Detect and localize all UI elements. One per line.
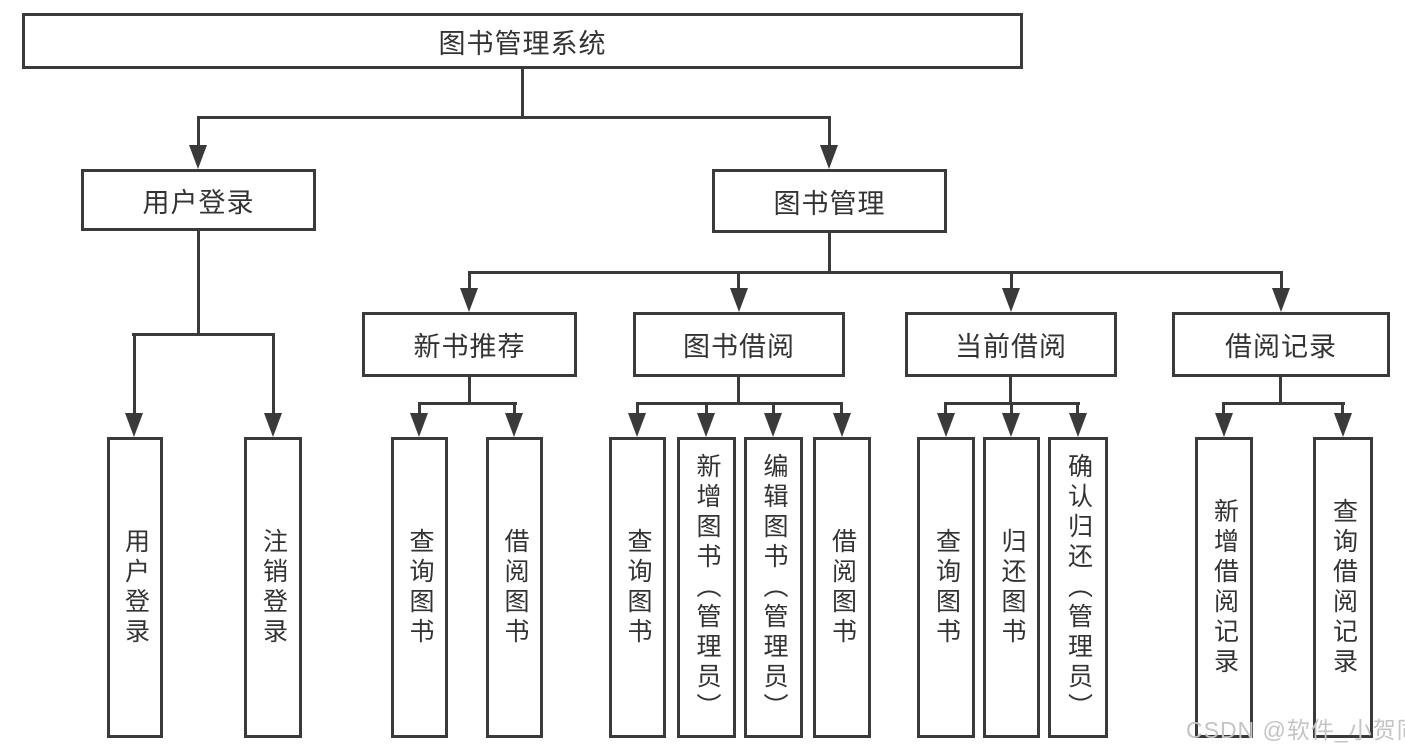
connector-stem-edit-books	[772, 402, 775, 416]
connector-new-book-recommend-rail	[418, 402, 517, 405]
arrowhead-leaf-user-login	[125, 413, 143, 437]
arrowhead-query-borrow-record	[1334, 413, 1352, 437]
arrowhead-add-borrow-record	[1215, 413, 1233, 437]
leaf-query-books-2: 查询图书	[609, 437, 666, 738]
leaf-user-login: 用户登录	[107, 437, 163, 738]
leaf-query-books-3: 查询图书	[917, 437, 975, 738]
connector-new-book-recommend-trunk	[468, 377, 471, 404]
leaf-query-borrow-record: 查询借阅记录	[1313, 437, 1373, 738]
connector-user-login-trunk	[197, 231, 200, 335]
connector-stem-query-books-3	[944, 402, 947, 416]
connector-stem-add-borrow-record	[1222, 402, 1225, 416]
watermark-text: CSDN @软件_小贺同学	[1186, 717, 1405, 743]
node-current-borrowing: 当前借阅	[905, 312, 1117, 377]
connector-borrowing-records-rail	[1222, 402, 1345, 405]
node-borrowing-records: 借阅记录	[1172, 312, 1390, 377]
arrowhead-book-borrowing	[730, 288, 748, 312]
leaf-add-borrow-record: 新增借阅记录	[1195, 437, 1253, 738]
arrowhead-add-books	[697, 413, 715, 437]
connector-root-trunk	[521, 69, 524, 119]
connector-current-borrowing-trunk	[1009, 377, 1012, 404]
connector-stem-borrowing-records	[1280, 271, 1283, 291]
connector-stem-return-books	[1010, 402, 1013, 416]
connector-level2-rail	[197, 116, 831, 119]
connector-stem-add-books	[705, 402, 708, 416]
connector-stem-new-book-recommend	[468, 271, 471, 291]
connector-stem-book-borrowing	[737, 271, 740, 291]
node-user-login: 用户登录	[81, 169, 316, 231]
connector-stem-borrow-books-1	[513, 402, 516, 416]
connector-stem-user-login	[197, 116, 200, 147]
connector-stem-borrow-books-2	[840, 402, 843, 416]
connector-stem-query-books-2	[636, 402, 639, 416]
arrowhead-borrowing-records	[1272, 288, 1290, 312]
connector-stem-current-borrowing	[1010, 271, 1013, 291]
connector-stem-leaf-logout	[272, 333, 275, 415]
arrowhead-query-books-2	[628, 413, 646, 437]
connector-level3-rail	[468, 271, 1283, 274]
leaf-edit-books-admin: 编辑图书（管理员）	[744, 437, 803, 738]
arrowhead-new-book-recommend	[460, 288, 478, 312]
connector-stem-book-management	[828, 116, 831, 147]
node-book-borrowing: 图书借阅	[633, 312, 845, 377]
leaf-query-books-1: 查询图书	[391, 437, 448, 738]
connector-user-login-rail	[132, 333, 275, 336]
leaf-confirm-return-admin: 确认归还（管理员）	[1048, 437, 1108, 738]
connector-book-borrowing-rail	[636, 402, 843, 405]
connector-stem-query-books-1	[418, 402, 421, 416]
arrowhead-book-management	[820, 145, 838, 169]
connector-book-management-trunk	[828, 233, 831, 273]
node-new-book-recommend: 新书推荐	[362, 312, 577, 377]
arrowhead-confirm-return	[1069, 413, 1087, 437]
connector-stem-query-borrow-record	[1341, 402, 1344, 416]
arrowhead-edit-books	[764, 413, 782, 437]
connector-stem-leaf-user-login	[133, 333, 136, 415]
connector-borrowing-records-trunk	[1279, 377, 1282, 404]
connector-stem-confirm-return	[1076, 402, 1079, 416]
arrowhead-leaf-logout	[264, 413, 282, 437]
arrowhead-user-login	[189, 145, 207, 169]
arrowhead-borrow-books-1	[505, 413, 523, 437]
node-book-management: 图书管理	[712, 169, 947, 233]
arrowhead-current-borrowing	[1002, 288, 1020, 312]
arrowhead-query-books-3	[937, 413, 955, 437]
leaf-borrow-books-1: 借阅图书	[486, 437, 543, 738]
arrowhead-query-books-1	[410, 413, 428, 437]
leaf-add-books-admin: 新增图书（管理员）	[677, 437, 736, 738]
node-library-system: 图书管理系统	[22, 13, 1023, 69]
leaf-logout: 注销登录	[244, 437, 302, 738]
arrowhead-return-books	[1002, 413, 1020, 437]
leaf-borrow-books-2: 借阅图书	[813, 437, 871, 738]
leaf-return-books: 归还图书	[983, 437, 1040, 738]
arrowhead-borrow-books-2	[833, 413, 851, 437]
connector-book-borrowing-trunk	[737, 377, 740, 404]
